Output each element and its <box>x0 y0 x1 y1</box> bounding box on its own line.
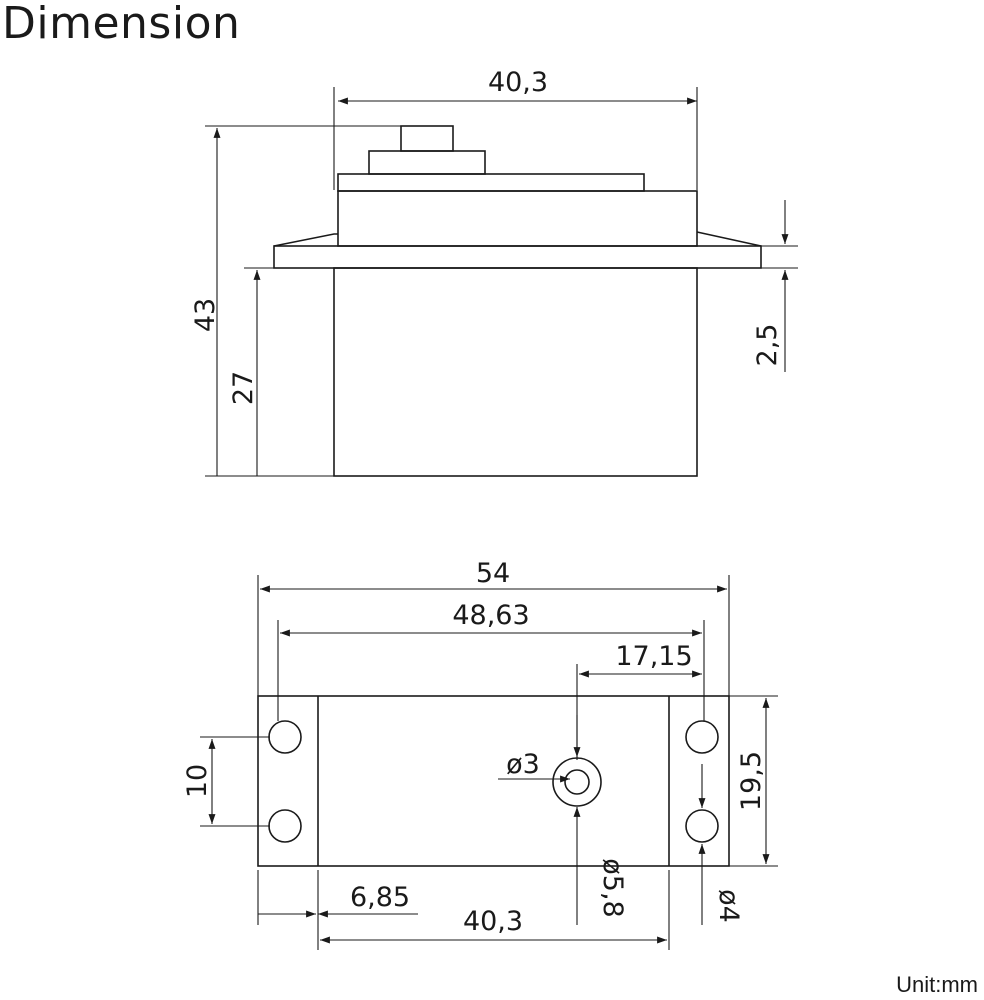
output-collar <box>368 150 486 175</box>
dim-label-shaft-dia: ø3 <box>506 749 540 780</box>
dim-label-height-body: 27 <box>228 371 259 405</box>
top-view: 54 48,63 17,15 19,5 10 ø3 ø5,8 ø4 6,85 4… <box>182 558 778 950</box>
dim-label-hole-spacing: 48,63 <box>452 600 529 631</box>
mounting-flange <box>273 245 762 269</box>
servo-body <box>333 267 698 477</box>
mount-hole-bottom-left <box>268 809 302 843</box>
dim-label-width-top: 40,3 <box>488 67 548 98</box>
top-plate <box>337 173 645 192</box>
dim-label-flange-thickness: 2,5 <box>752 324 783 367</box>
unit-label: Unit:mm <box>896 972 978 997</box>
dim-label-width: 19,5 <box>736 751 767 811</box>
dim-label-height-total: 43 <box>190 298 221 332</box>
left-rib <box>273 233 338 247</box>
right-rib <box>696 231 762 247</box>
dim-label-spline-dia: ø5,8 <box>597 858 628 917</box>
dim-label-overall-length: 54 <box>476 558 510 589</box>
output-shaft <box>400 125 454 152</box>
mount-hole-top-left <box>268 720 302 754</box>
dim-label-body-length: 40,3 <box>463 906 523 937</box>
side-view: 40,3 43 27 2,5 <box>190 67 798 477</box>
page-title: Dimension <box>2 0 241 49</box>
gear-housing <box>337 190 698 247</box>
mount-hole-bottom-right <box>685 809 719 843</box>
dim-label-hole-dia: ø4 <box>713 889 744 923</box>
dim-label-shaft-offset: 17,15 <box>615 641 692 672</box>
output-shaft-hole <box>564 769 590 795</box>
top-outline <box>257 695 730 867</box>
dim-label-flange-width: 6,85 <box>350 882 410 913</box>
output-spline <box>552 757 602 807</box>
mount-hole-top-right <box>685 720 719 754</box>
dim-label-hole-pitch: 10 <box>182 764 213 798</box>
